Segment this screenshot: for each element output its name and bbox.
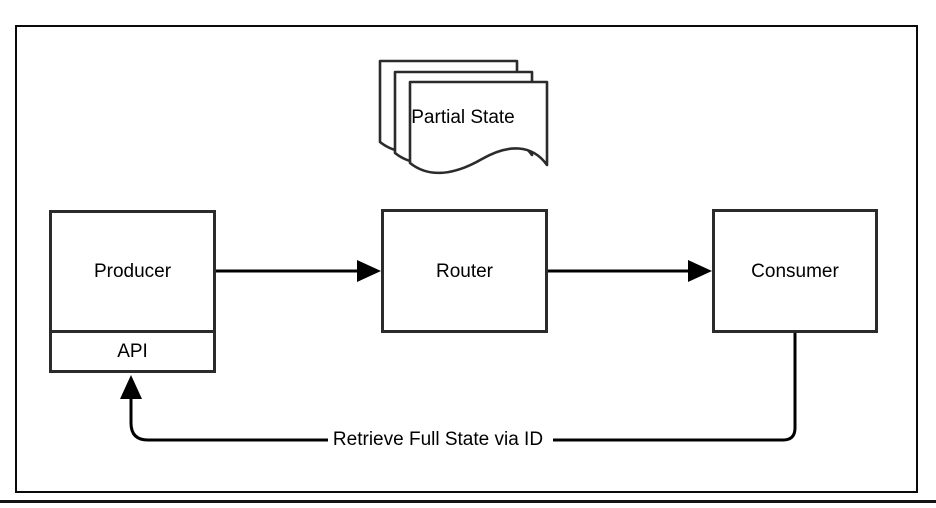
node-router-label: Router [435, 260, 494, 282]
diagram-border [15, 25, 918, 493]
node-consumer-label: Consumer [751, 260, 839, 282]
node-router: Router [381, 209, 548, 333]
node-producer-api-label: API [117, 341, 148, 362]
document-stack-icon [378, 59, 549, 175]
node-producer: Producer [49, 210, 216, 333]
arrow-producer-to-router [216, 260, 381, 282]
node-producer-api: API [49, 330, 216, 373]
arrow-router-to-consumer [548, 260, 712, 282]
partial-state-label: Partial State [411, 107, 515, 128]
node-consumer: Consumer [712, 209, 878, 333]
retrieve-edge-label: Retrieve Full State via ID [332, 429, 544, 450]
arrow-retrieve-full-state [120, 333, 797, 442]
node-producer-label: Producer [93, 261, 172, 282]
page-bottom-rule [0, 500, 936, 503]
